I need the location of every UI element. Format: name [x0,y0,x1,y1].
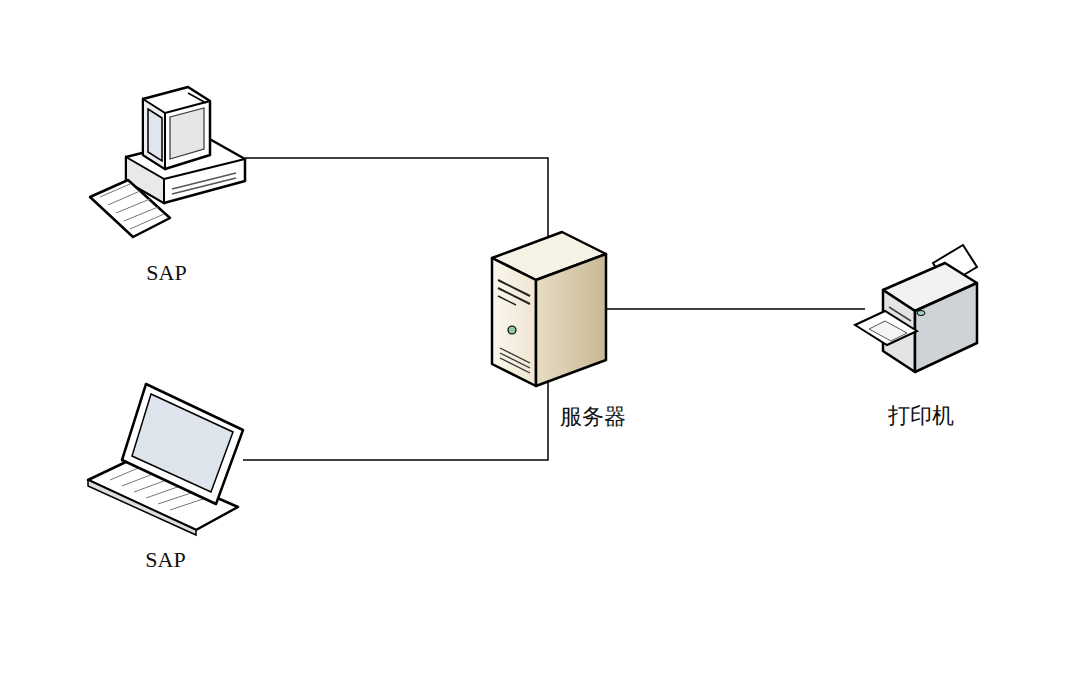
node-label: 服务器 [560,404,626,430]
laptop-computer: SAP [88,382,243,535]
network-cable [245,158,548,240]
desktop-computer: SAP [88,85,245,238]
printer-device: 打印机 [855,245,978,372]
printer-device-icon [855,245,978,372]
network-cable [606,308,865,310]
server-tower: 服务器 [492,232,606,386]
network-cable [243,380,548,460]
node-label: SAP [88,547,243,573]
desktop-computer-icon [88,85,245,238]
node-label: 打印机 [888,403,954,429]
laptop-computer-icon [88,382,243,535]
server-tower-icon [492,232,606,386]
node-label: SAP [88,260,245,286]
